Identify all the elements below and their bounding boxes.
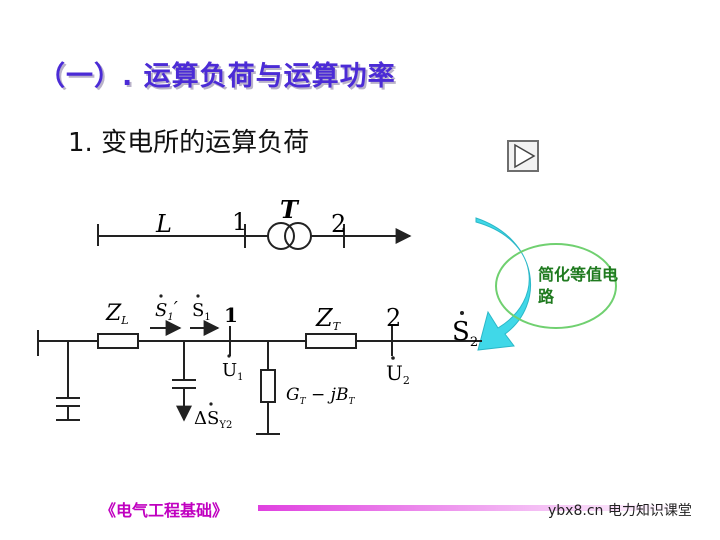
curved-arrow-icon <box>475 217 532 351</box>
line-impedance-box <box>97 333 139 349</box>
delta-s-label: ΔSY2 <box>194 408 232 431</box>
simplify-label: 简化等值电路 <box>538 265 619 306</box>
zt-label: ZT <box>315 304 342 333</box>
section-subtitle: 1. 变电所的运算负荷 <box>68 128 310 158</box>
play-icon <box>514 143 536 169</box>
transformer-impedance-box <box>305 333 357 349</box>
u2-label: U2 <box>386 361 410 387</box>
s1-label: S1 <box>192 300 211 323</box>
transformer-coil-1 <box>267 222 295 250</box>
admittance-label: GT − jBT <box>286 385 355 407</box>
delta-s-dot <box>209 402 213 406</box>
equivalent-circuit: ZL S1′ S1 1 U1 ΔSY2 GT − jBT ZT 2 U2 S2 <box>37 294 482 435</box>
s2-label: S2 <box>452 317 478 350</box>
simplify-callout <box>475 217 617 351</box>
zl-label: ZL <box>105 301 129 327</box>
s1-prime-label: S1′ <box>155 298 178 323</box>
s1-dot <box>196 294 200 298</box>
u1-dot <box>227 354 231 358</box>
transformer-coil-2 <box>284 222 312 250</box>
watermark: ybx8.cn 电力知识课堂 <box>548 503 692 519</box>
page-title: （一）. 运算负荷与运算功率 <box>38 61 396 92</box>
line-label: L <box>155 210 172 238</box>
s1-prime-dot <box>159 294 163 298</box>
u2-dot <box>391 356 395 360</box>
callout-ellipse <box>495 243 617 329</box>
u1-label: U1 <box>222 360 244 383</box>
node2-label: 2 <box>331 210 346 238</box>
admittance-box <box>260 369 276 403</box>
top-circuit: L 1 T 2 <box>97 195 412 250</box>
transformer-label: T <box>280 195 300 224</box>
play-button[interactable] <box>507 140 539 172</box>
node2-eq-label: 2 <box>386 304 401 332</box>
node1-eq-label: 1 <box>224 303 238 327</box>
node1-label: 1 <box>232 208 247 236</box>
footer-gradient-bar <box>258 505 688 511</box>
footer-book-title: 《电气工程基础》 <box>100 501 229 520</box>
s2-dot <box>460 311 464 315</box>
